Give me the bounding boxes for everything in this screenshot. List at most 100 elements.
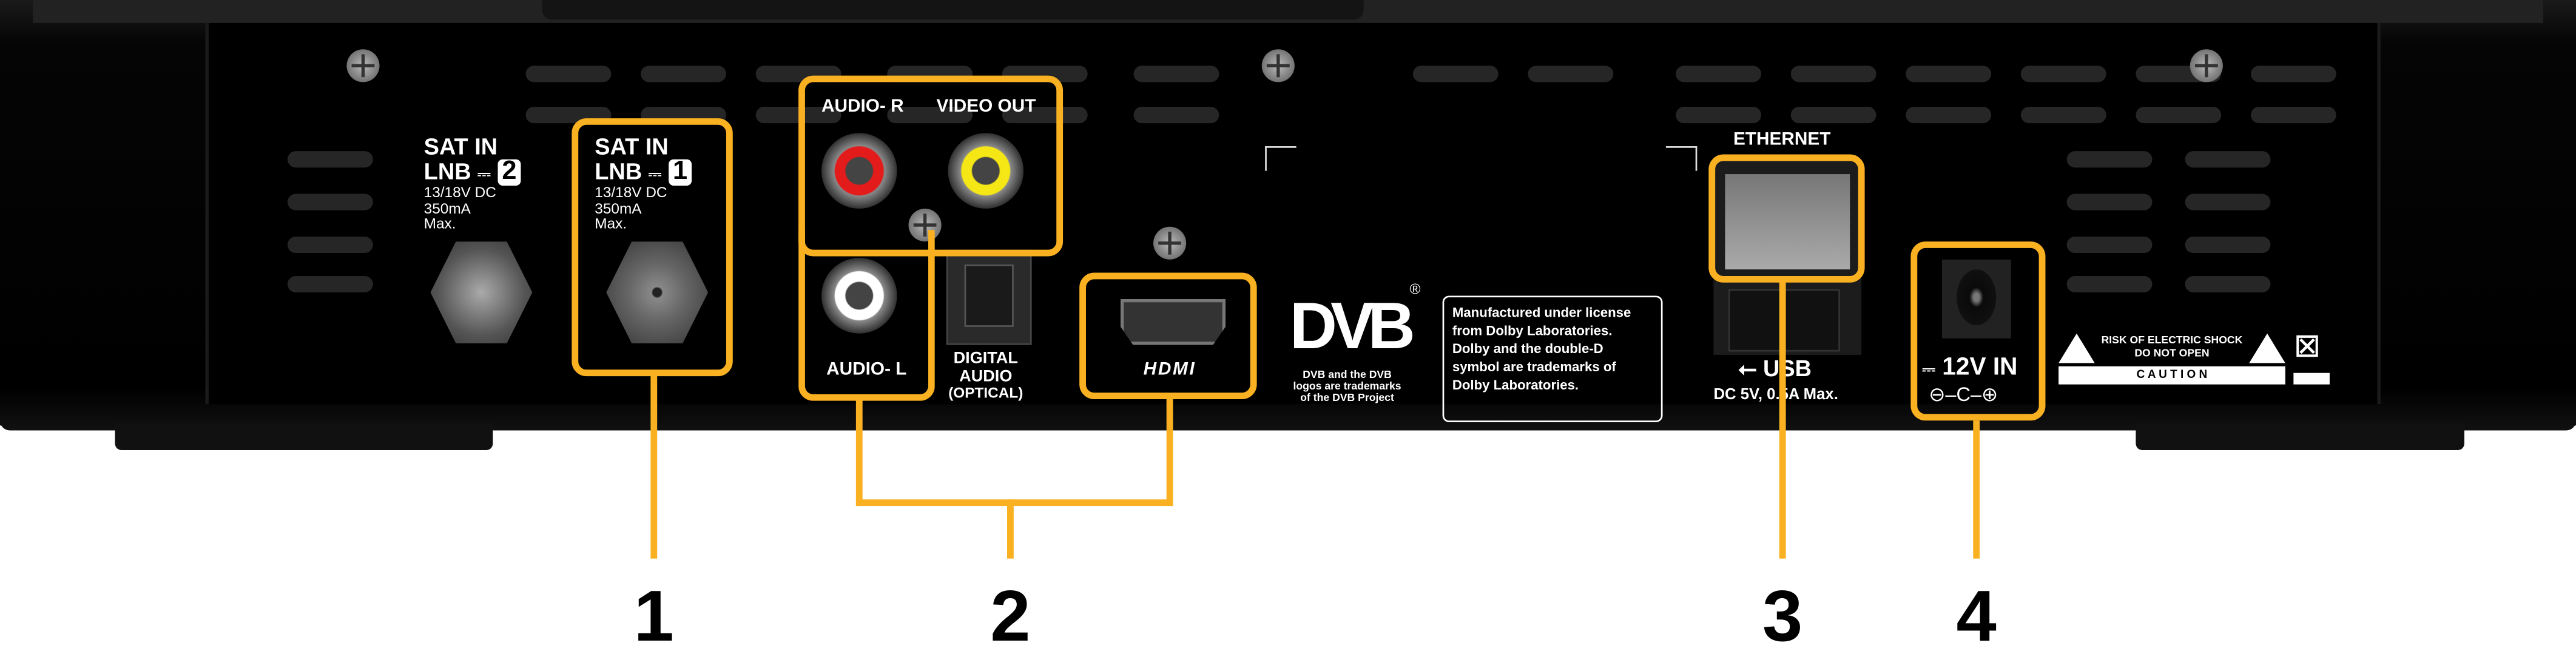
vent-slot <box>1412 66 1499 83</box>
leader-line <box>855 499 1173 507</box>
ethernet-label: ETHERNET <box>1733 129 1831 150</box>
sat-in-2-title: SAT IN <box>423 133 498 160</box>
screw-icon <box>1261 49 1295 83</box>
vent-slot <box>1133 107 1219 124</box>
lnb-label: LNB <box>595 157 642 184</box>
spec-max: Max. <box>595 215 627 232</box>
caution-label: RISK OF ELECTRIC SHOCK DO NOT OPEN C A U… <box>2058 329 2333 396</box>
vent-slot <box>287 151 373 168</box>
vent-slot <box>2185 275 2271 293</box>
vent-slot <box>1133 66 1219 83</box>
leader-line <box>1973 420 1980 559</box>
rear-panel <box>205 22 2381 405</box>
corner-mark <box>1265 146 1296 171</box>
notice-line: from Dolby Laboratories. <box>1452 323 1613 339</box>
screw-icon <box>1153 226 1187 260</box>
label-line: (OPTICAL) <box>948 384 1023 401</box>
usb-spec: DC 5V, 0.5A Max. <box>1713 386 1838 405</box>
leader-line <box>1007 499 1014 559</box>
leader-line <box>1779 281 1786 559</box>
spec-voltage: 13/18V DC <box>423 184 496 201</box>
callout-2-audio-l-highlight <box>798 230 935 401</box>
callout-4-highlight <box>1910 241 2046 421</box>
sat-in-2-label: SAT IN LNB ⎓ 2 13/18V DC 350mA Max. <box>424 135 522 233</box>
spec-voltage: 13/18V DC <box>595 184 667 201</box>
vent-slot <box>2136 107 2222 124</box>
power-text: 12V IN <box>1942 353 2018 382</box>
dc-symbol-icon: ⎓ <box>1922 361 1935 380</box>
device-top-recess <box>542 0 1364 20</box>
vent-slot <box>1790 66 1876 83</box>
dc-symbol-icon: ⎓ <box>648 165 662 184</box>
caution-text: C A U T I O N <box>2058 366 2285 385</box>
polarity-symbol: ⊖–C–⊕ <box>1929 382 1998 406</box>
vent-slot <box>287 275 373 293</box>
dc-power-jack <box>1941 259 2011 339</box>
vent-slot <box>1002 107 1088 124</box>
exclamation-warning-icon <box>2249 333 2285 363</box>
port-number-badge: 1 <box>667 158 693 187</box>
digital-audio-label: DIGITAL AUDIO (OPTICAL) <box>920 349 1051 402</box>
sat-in-1-label: SAT IN LNB ⎓ 1 13/18V DC 350mA Max. <box>595 133 693 233</box>
weee-bar <box>2293 372 2330 385</box>
port-number-badge: 2 <box>497 158 522 187</box>
callout-2-hdmi-highlight <box>1079 272 1257 400</box>
foot-right <box>2136 423 2464 450</box>
ethernet-port <box>1725 174 1850 270</box>
caution-line-1: RISK OF ELECTRIC SHOCK <box>2101 335 2243 347</box>
dvb-caption: DVB and the DVB logos are trademarks of … <box>1281 369 1413 405</box>
dolby-notice: Manufactured under license from Dolby La… <box>1442 295 1663 422</box>
caption-line: of the DVB Project <box>1300 392 1394 404</box>
caption-line: logos are trademarks <box>1293 380 1401 393</box>
audio-r-rca-jack <box>821 133 897 209</box>
audio-l-rca-jack <box>821 258 897 334</box>
usb-text: USB <box>1762 354 1812 382</box>
vent-slot <box>1790 107 1876 124</box>
registered-mark: ® <box>1409 281 1421 298</box>
screw-icon <box>346 49 380 83</box>
audio-l-label: AUDIO- L <box>826 360 907 380</box>
vent-slot <box>1906 107 1992 124</box>
vent-slot <box>755 107 841 124</box>
notice-line: symbol are trademarks of <box>1452 360 1616 375</box>
vent-slot <box>2020 107 2106 124</box>
callout-number-1: 1 <box>633 576 674 657</box>
callout-number-4: 4 <box>1956 576 1997 657</box>
audio-r-label: AUDIO- R <box>821 96 904 117</box>
vent-slot <box>2066 236 2153 254</box>
leader-line <box>855 399 863 507</box>
label-line: AUDIO <box>959 367 1013 386</box>
foot-left <box>115 423 493 450</box>
label-line: DIGITAL <box>953 349 1018 368</box>
callout-2-av-highlight <box>798 75 1064 257</box>
vent-slot <box>2185 194 2271 211</box>
vent-slot <box>525 66 612 83</box>
caution-line-2: DO NOT OPEN <box>2134 348 2210 360</box>
vent-slot <box>2066 151 2153 168</box>
callout-number-3: 3 <box>1762 576 1803 657</box>
vent-slot <box>287 194 373 211</box>
spec-current: 350mA <box>595 200 642 217</box>
dvb-logo: DVB <box>1289 291 1415 363</box>
vent-slot <box>287 236 373 254</box>
usb-icon: ⭠ <box>1738 354 1757 382</box>
notice-line: Dolby Laboratories. <box>1452 378 1579 393</box>
spec-current: 350mA <box>423 200 471 217</box>
weee-bin-icon: ⊠ <box>2293 328 2321 365</box>
optical-audio-port <box>946 249 1032 345</box>
callout-3-highlight <box>1708 154 1865 283</box>
vent-slot <box>1528 66 1614 83</box>
notice-line: Manufactured under license <box>1452 305 1631 321</box>
vent-slot <box>2185 151 2271 168</box>
video-out-label: VIDEO OUT <box>936 96 1036 117</box>
vent-slot <box>641 66 726 83</box>
leader-line <box>1166 397 1173 507</box>
vent-slot <box>2066 194 2153 211</box>
dc-symbol-icon: ⎓ <box>477 165 491 184</box>
vent-slot <box>2250 107 2336 124</box>
vent-slot <box>1676 66 1761 83</box>
vent-slot <box>2020 66 2106 83</box>
vent-slot <box>1906 66 1992 83</box>
sat-in-1-title: SAT IN <box>595 133 669 160</box>
caption-line: DVB and the DVB <box>1303 369 1392 382</box>
